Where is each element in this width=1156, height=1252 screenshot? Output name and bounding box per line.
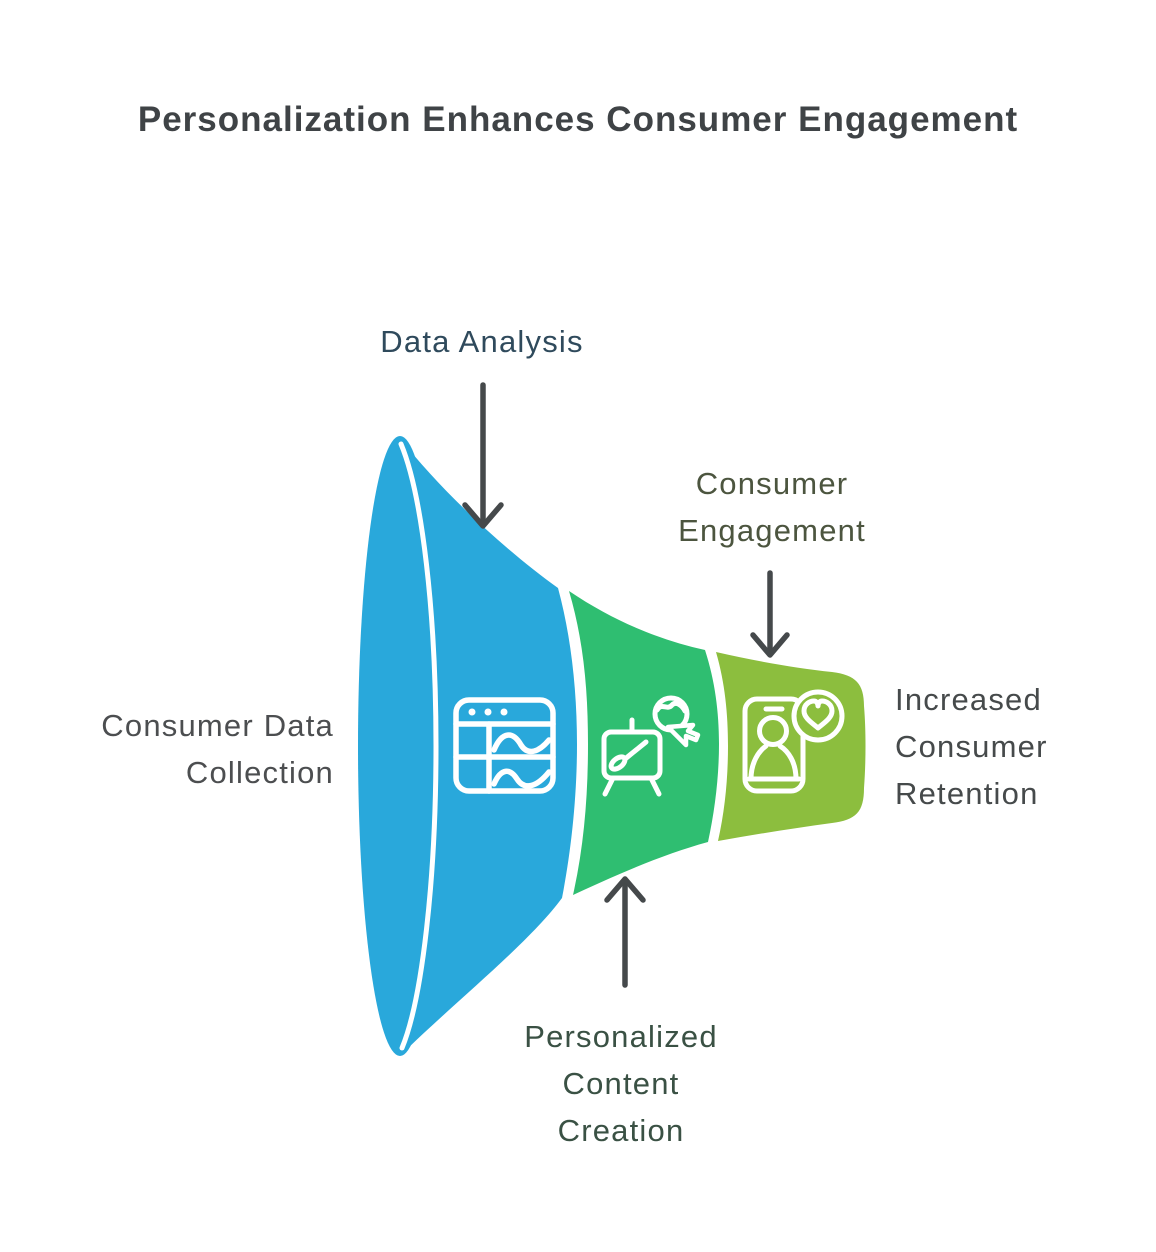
label-line: Consumer [895,729,1048,764]
heart-badge-circle [791,689,845,743]
label-line: Increased [895,682,1042,717]
phone-heart-icon [742,689,845,794]
label-line: Consumer [695,466,849,501]
funnel-mouth-ellipse [358,436,442,1056]
consumer-engagement-label: Consumer Engagement [678,460,866,554]
label-line: Data Analysis [380,324,584,359]
funnel-mouth-rim-line [398,441,439,1051]
label-line: Retention [895,776,1039,811]
label-line: Collection [185,755,334,790]
consumer-data-collection-label: Consumer Data Collection [101,702,334,796]
label-line: Personalized [524,1019,718,1054]
data-analysis-arrow [462,382,504,529]
label-line: Creation [557,1113,685,1148]
consumer-engagement-arrow [750,570,790,658]
label-line: Content [562,1066,680,1101]
analytics-browser-icon [453,697,556,794]
cursor-arrow-icon [665,722,701,748]
content-creation-easel-icon [601,695,701,797]
increased-consumer-retention-label: Increased Consumer Retention [895,676,1048,817]
label-line: Consumer Data [101,708,334,743]
funnel-stage-consumer-engagement [716,652,866,841]
annotation-arrows [462,382,790,988]
personalized-content-creation-arrow [604,876,646,988]
heart-icon [801,698,835,731]
data-analysis-label: Data Analysis [380,318,583,365]
page-title: Personalization Enhances Consumer Engage… [137,100,1019,139]
label-line: Engagement [678,513,866,548]
personalized-content-creation-label: Personalized Content Creation [524,1013,718,1154]
